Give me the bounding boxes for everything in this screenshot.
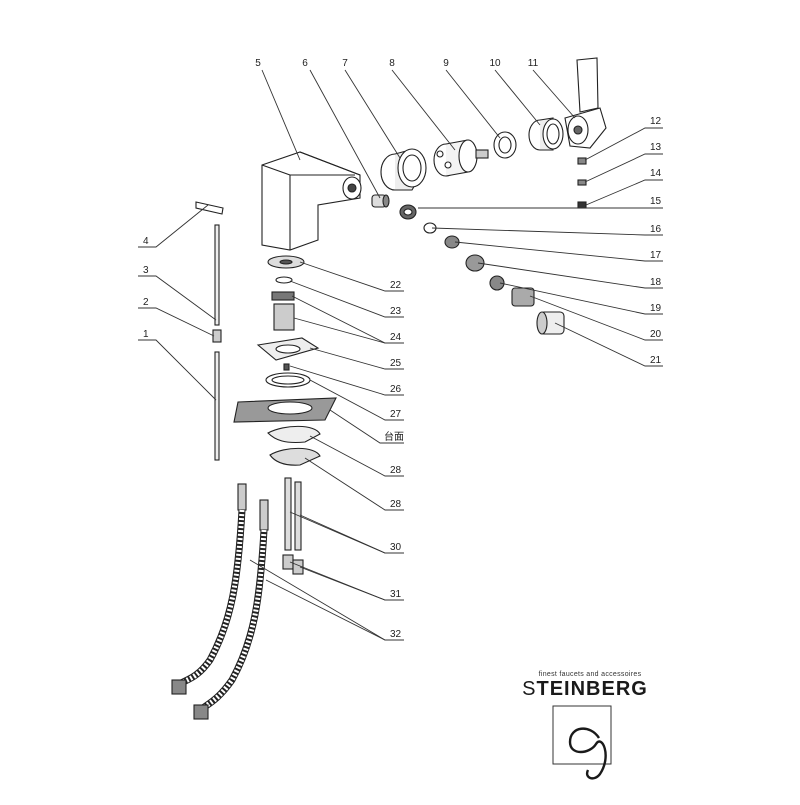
brand-name-first-letter: S bbox=[522, 678, 537, 700]
part-label-21: 21 bbox=[650, 355, 662, 366]
countertop-slab bbox=[233, 397, 337, 423]
part-label-18: 18 bbox=[650, 277, 662, 288]
part-label-31: 31 bbox=[390, 589, 402, 600]
lift-rod-assembly bbox=[195, 201, 224, 461]
part-label-8: 8 bbox=[389, 58, 395, 69]
part-label-14: 14 bbox=[650, 168, 662, 179]
part-label-7: 7 bbox=[342, 58, 348, 69]
part-label-28-lower: 28 bbox=[390, 499, 402, 510]
part-label-countertop: 台面 bbox=[384, 430, 404, 443]
small-screws bbox=[577, 157, 587, 209]
part-label-13: 13 bbox=[650, 142, 662, 153]
retaining-ring bbox=[493, 131, 517, 159]
flexible-hoses bbox=[171, 483, 269, 720]
part-label-26: 26 bbox=[390, 384, 402, 395]
part-label-23: 23 bbox=[390, 306, 402, 317]
diverter-insert bbox=[371, 194, 390, 208]
part-label-19: 19 bbox=[650, 303, 662, 314]
part-label-10: 10 bbox=[489, 58, 501, 69]
part-label-2: 2 bbox=[143, 297, 149, 308]
part-label-16: 16 bbox=[650, 224, 662, 235]
part-label-30: 30 bbox=[390, 542, 402, 553]
part-label-12: 12 bbox=[650, 116, 662, 127]
part-label-17: 17 bbox=[650, 250, 662, 261]
stud-nuts bbox=[282, 554, 304, 575]
steinberg-s-logo-icon bbox=[552, 705, 612, 780]
part-label-1: 1 bbox=[143, 329, 149, 340]
part-label-27: 27 bbox=[390, 409, 402, 420]
part-label-9: 9 bbox=[443, 58, 449, 69]
part-label-28-upper: 28 bbox=[390, 465, 402, 476]
part-label-15: 15 bbox=[650, 196, 662, 207]
ceramic-cartridge bbox=[433, 139, 489, 177]
part-labels: 5 6 7 8 9 10 11 12 13 14 15 16 17 18 19 … bbox=[143, 58, 662, 640]
faucet-body bbox=[261, 151, 362, 251]
aerator-stack bbox=[399, 204, 565, 335]
part-label-4: 4 bbox=[143, 236, 149, 247]
cartridge-housing bbox=[380, 148, 427, 191]
fixing-washers bbox=[267, 425, 321, 466]
part-label-5: 5 bbox=[255, 58, 261, 69]
lever-handle bbox=[564, 57, 607, 149]
part-label-32: 32 bbox=[390, 629, 402, 640]
mounting-stack bbox=[256, 255, 320, 388]
part-label-22: 22 bbox=[390, 280, 402, 291]
part-label-24: 24 bbox=[390, 332, 402, 343]
part-label-3: 3 bbox=[143, 265, 149, 276]
leader-lines bbox=[138, 69, 663, 641]
brand-name-rest: TEINBERG bbox=[536, 678, 648, 700]
part-label-6: 6 bbox=[302, 58, 308, 69]
brand-name: STEINBERG bbox=[505, 678, 665, 701]
part-label-25: 25 bbox=[390, 358, 402, 369]
part-label-20: 20 bbox=[650, 329, 662, 340]
brand-tagline: finest faucets and accessoires bbox=[538, 671, 642, 678]
part-label-11: 11 bbox=[528, 58, 539, 69]
threaded-studs bbox=[284, 477, 302, 551]
cover-sleeve bbox=[528, 117, 564, 151]
